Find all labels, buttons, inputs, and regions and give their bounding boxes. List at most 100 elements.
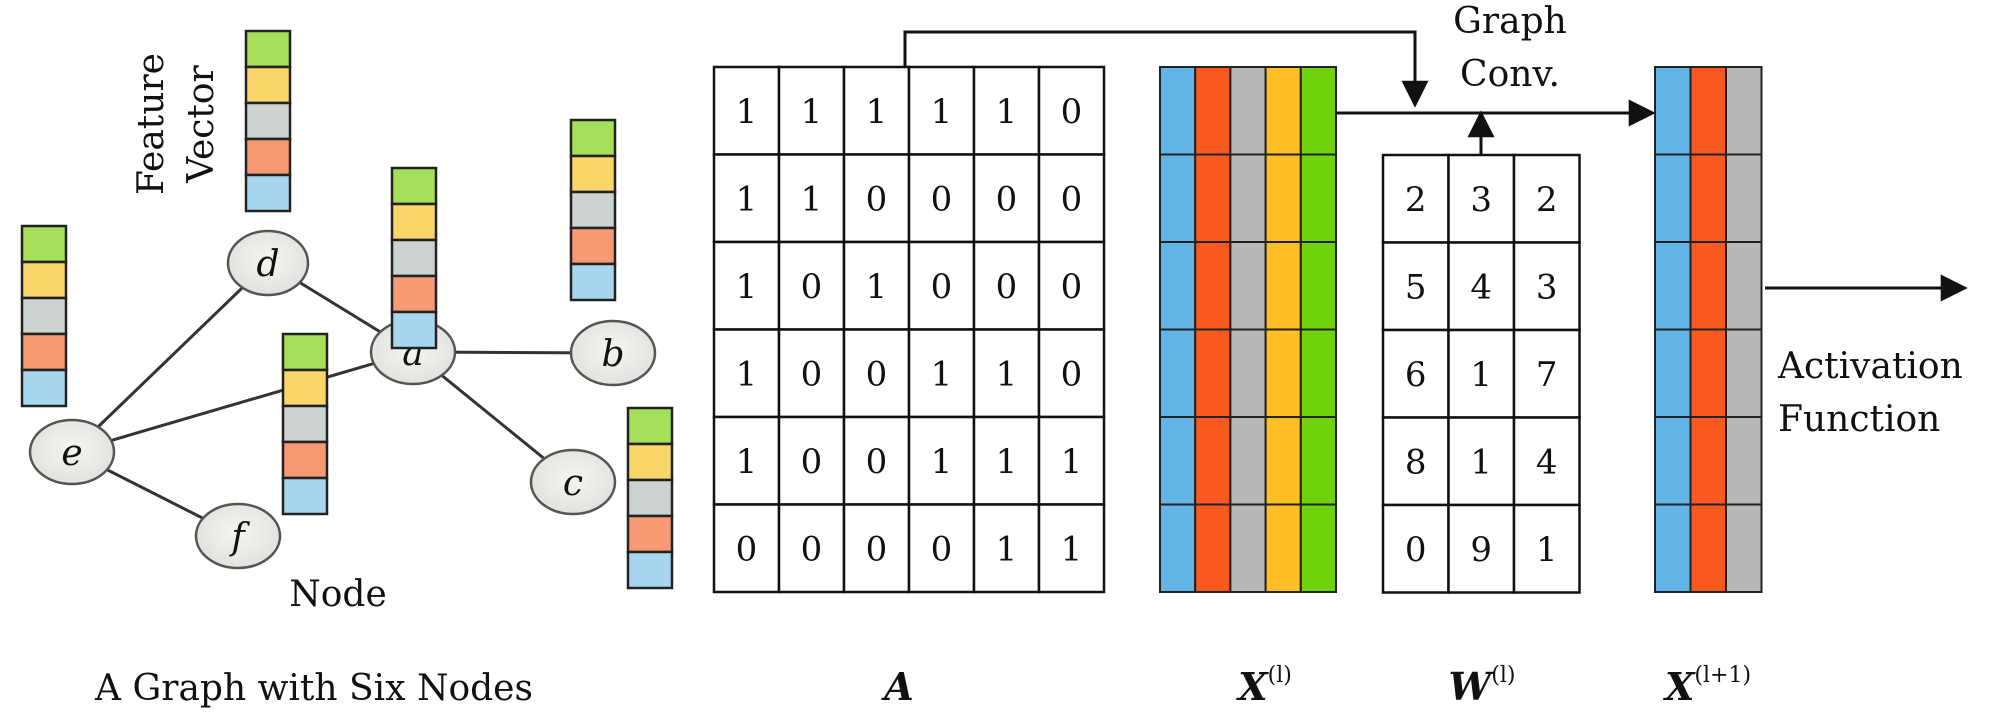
feature-cell	[390, 166, 438, 206]
matrix-x-letter: X	[1236, 664, 1269, 709]
matrix-w-value: 5	[1405, 267, 1427, 307]
matrix-a-value: 1	[736, 92, 758, 132]
matrix-w-sup: (l)	[1491, 663, 1515, 688]
matrix-a-value: 0	[1061, 92, 1083, 132]
matrix-x-cell	[1229, 66, 1267, 156]
feature-vector	[626, 406, 674, 590]
matrix-a-cell-box	[842, 328, 911, 419]
graph-node-label: c	[563, 463, 583, 504]
matrix-a-value: 0	[801, 354, 823, 394]
feature-cell	[390, 238, 438, 278]
matrix-a-cell: 1	[712, 153, 781, 244]
matrix-x-next-cell	[1725, 153, 1763, 243]
matrix-w-value: 2	[1536, 180, 1558, 220]
matrix-w-cell: 0	[1381, 503, 1450, 594]
graph-node-f: f	[194, 502, 282, 570]
graph-edge-d-e	[70, 261, 270, 454]
matrix-a-cell: 0	[972, 153, 1041, 244]
matrix-a-value: 1	[866, 267, 888, 307]
matrix-a-value: 0	[801, 529, 823, 569]
matrix-a-cell-box	[907, 65, 976, 156]
graph-edges	[70, 261, 614, 538]
feature-vector	[569, 118, 617, 302]
matrix-a-value: 0	[866, 179, 888, 219]
matrix-a-cell: 0	[712, 503, 781, 594]
matrix-a-value: 0	[801, 442, 823, 482]
matrix-w-cell-box	[1381, 416, 1450, 507]
matrix-a-cell-box	[842, 240, 911, 331]
matrix-x-cell	[1229, 153, 1267, 243]
matrix-w-cell: 9	[1447, 503, 1516, 594]
matrix-x-next-cell	[1654, 241, 1692, 331]
matrix-a-value: 0	[996, 179, 1018, 219]
matrix-a-value: 1	[996, 442, 1018, 482]
feature-cell	[626, 514, 674, 554]
matrix-a-cell: 0	[907, 153, 976, 244]
matrix-a-cell: 1	[842, 240, 911, 331]
matrix-a-cell: 0	[1037, 153, 1106, 244]
matrix-a-label: A	[881, 664, 913, 709]
matrix-a-cell: 1	[777, 153, 846, 244]
matrix-w-cell: 7	[1512, 328, 1581, 419]
feature-vector-label-line2: Vector	[181, 64, 222, 183]
matrix-x-next-cell	[1689, 66, 1727, 156]
matrix-x-cell	[1264, 241, 1302, 331]
matrix-a-value: 1	[736, 179, 758, 219]
matrix-a-cell: 0	[842, 153, 911, 244]
matrix-x-cell	[1299, 241, 1338, 331]
matrix-a-cell-box	[907, 153, 976, 244]
matrix-x-next-cell	[1725, 503, 1763, 593]
matrix-x-next-cell	[1654, 503, 1692, 593]
feature-vector	[244, 29, 292, 213]
matrix-x-next-cell	[1725, 241, 1763, 331]
matrix-w-cell: 2	[1512, 153, 1581, 244]
matrix-a-cell: 0	[777, 240, 846, 331]
matrix-a-cell: 1	[777, 65, 846, 156]
matrix-w-cell: 3	[1447, 153, 1516, 244]
matrix-a-cell: 0	[777, 503, 846, 594]
matrix-x-cell	[1159, 416, 1197, 506]
matrix-a-cell-box	[777, 153, 846, 244]
feature-cell	[390, 310, 438, 350]
matrix-x-next-cell	[1654, 66, 1692, 156]
matrix-w-value: 1	[1536, 530, 1558, 570]
graph-node-shape	[194, 502, 282, 570]
matrix-a-cell: 1	[907, 65, 976, 156]
matrix-a-cell-box	[777, 328, 846, 419]
matrix-a-cell: 0	[1037, 328, 1106, 419]
feature-cell	[281, 332, 329, 372]
matrix-w-cell: 3	[1512, 241, 1581, 332]
matrix-a-cell-box	[712, 503, 781, 594]
matrix-w-cell-box	[1447, 153, 1516, 244]
matrix-x-next-cell	[1689, 241, 1727, 331]
matrix-a-cell-box	[777, 503, 846, 594]
feature-cell	[569, 226, 617, 266]
matrix-a-value: 0	[866, 442, 888, 482]
matrix-x-cell	[1299, 503, 1338, 593]
matrix-w-cell-box	[1447, 503, 1516, 594]
feature-cell	[20, 260, 68, 300]
matrix-x-next-cell	[1689, 328, 1727, 418]
matrix-w-value: 9	[1470, 530, 1492, 570]
matrix-x-cell	[1299, 153, 1338, 243]
matrix-w-value: 0	[1405, 530, 1427, 570]
matrix-a-cell-box	[972, 65, 1041, 156]
graph-node-shape	[226, 229, 310, 297]
matrix-a-cell-box	[1037, 503, 1106, 594]
matrix-a-cell: 1	[842, 65, 911, 156]
matrix-w-cell: 4	[1512, 416, 1581, 507]
matrix-w-cell-box	[1381, 503, 1450, 594]
matrix-w-cell: 8	[1381, 416, 1450, 507]
graph-node-c: c	[529, 448, 617, 516]
matrix-a-cell: 0	[907, 240, 976, 331]
matrix-a-cell-box	[712, 415, 781, 506]
matrix-a-value: 1	[996, 92, 1018, 132]
matrix-w-value: 8	[1405, 442, 1427, 482]
matrix-a-value: 1	[736, 442, 758, 482]
matrix-x-cell	[1229, 503, 1267, 593]
feature-cell	[244, 173, 292, 213]
feature-cell	[626, 550, 674, 590]
matrix-a-cell: 0	[842, 503, 911, 594]
